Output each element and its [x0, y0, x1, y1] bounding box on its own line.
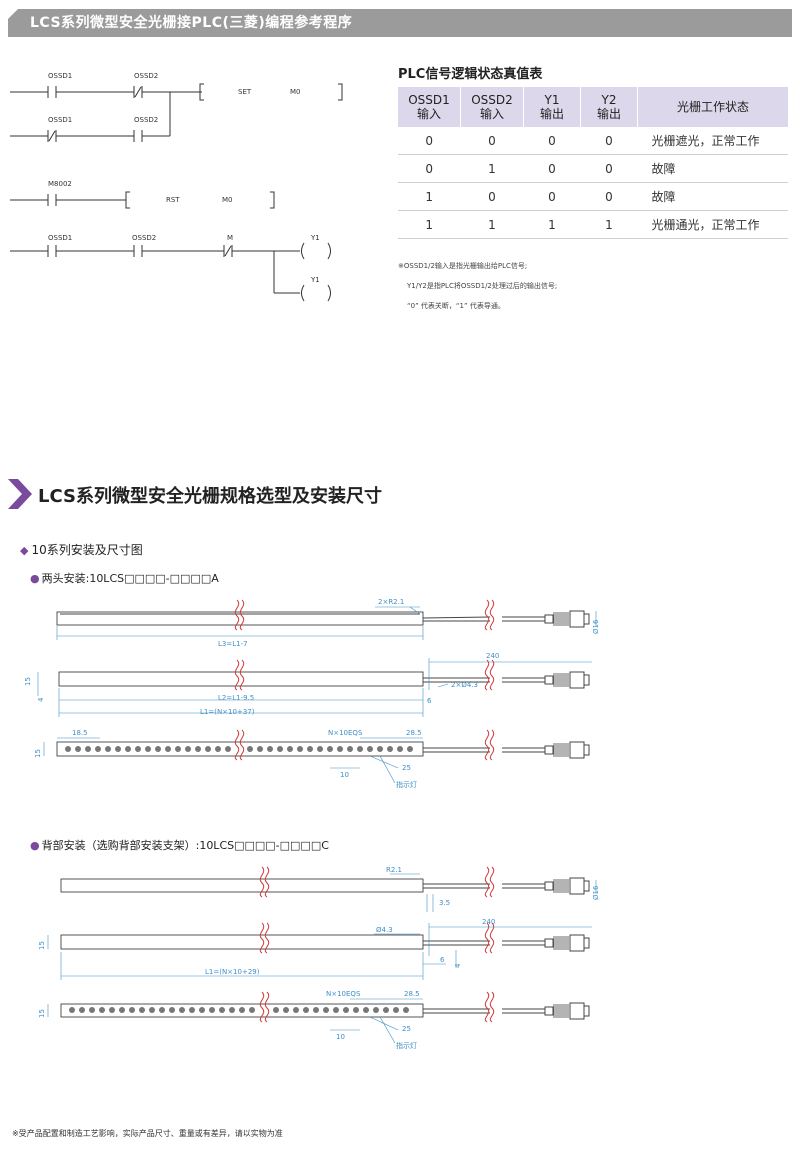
subsection-title: ◆10系列安装及尺寸图	[20, 543, 143, 557]
table-cell: 1	[460, 210, 524, 239]
section-title: LCS系列微型安全光栅规格选型及安装尺寸	[38, 486, 382, 507]
dim-label: 6	[427, 697, 432, 705]
ladder-label: OSSD2	[134, 116, 158, 124]
table-row: 0 0 0 0 光栅遮光，正常工作	[398, 127, 788, 155]
dim-label: N×10EQS	[326, 990, 361, 998]
dim-label: 25	[402, 764, 411, 772]
table-cell: 1	[523, 210, 581, 239]
header-title: LCS系列微型安全光栅接PLC(三菱)编程参考程序	[30, 15, 353, 31]
ladder-label: M0	[290, 88, 301, 96]
dim-label: 15	[38, 941, 46, 950]
ladder-label: Y1	[310, 276, 320, 284]
dim-label: 4	[454, 963, 462, 968]
dim-label: 2×R2.1	[378, 598, 404, 606]
dim-label: 6	[440, 956, 445, 964]
ladder-label: Y1	[310, 234, 320, 242]
table-cell: 0	[460, 182, 524, 211]
table-cell: 0	[523, 182, 581, 211]
ladder-label: OSSD1	[48, 234, 72, 242]
dim-label: 240	[486, 652, 499, 660]
table-cell: 光栅通光，正常工作	[637, 210, 788, 239]
table-cell: 1	[398, 210, 461, 239]
table-cell: 0	[580, 127, 638, 155]
ladder-label: OSSD1	[48, 116, 72, 124]
dim-label: 10	[336, 1033, 345, 1041]
chevron-right-icon	[8, 479, 32, 509]
table-cell: 0	[580, 182, 638, 211]
dim-label: 4	[37, 697, 45, 702]
dim-label: 240	[482, 918, 495, 926]
dim-label: R2.1	[386, 866, 402, 874]
dim-label: 28.5	[406, 729, 422, 737]
truth-table-notes: ※OSSD1/2输入是指光栅输出给PLC信号; Y1/Y2是指PLC将OSSD1…	[398, 256, 557, 316]
truth-table-title: PLC信号逻辑状态真值表	[398, 67, 543, 82]
bullet-dot-icon: ●	[30, 572, 40, 585]
dimension-drawings: 2×R2.1 L3=L1-7 Ø16 240 15 4 2×Ø4.3 L2=L1…	[24, 598, 600, 1050]
table-cell: 1	[460, 154, 524, 183]
ladder-diagram: OSSD1 OSSD2 SET M0 OSSD1 OSSD2 M8002 RST…	[10, 72, 343, 302]
note-line: Y1/Y2是指PLC将OSSD1/2处理过后的输出信号;	[407, 282, 558, 290]
table-cell: 0	[523, 127, 581, 155]
note-line: ※OSSD1/2输入是指光栅输出给PLC信号;	[398, 262, 528, 270]
ladder-label: M	[227, 234, 233, 242]
dim-label: Ø16	[592, 619, 600, 634]
table-cell: 0	[398, 127, 461, 155]
table-row: 1 1 1 1 光栅通光，正常工作	[398, 210, 788, 239]
ladder-label: M0	[222, 196, 233, 204]
diamond-icon: ◆	[20, 544, 29, 557]
bullet-both-ends: ●两头安装:10LCS□□□□-□□□□A	[30, 572, 219, 585]
dim-label: L2=L1-9.5	[218, 694, 254, 702]
dim-label: L3=L1-7	[218, 640, 248, 648]
note-line: “0” 代表关断，“1” 代表导通。	[407, 302, 505, 310]
dim-label: 指示灯	[396, 780, 417, 789]
ladder-label: SET	[238, 88, 252, 96]
table-row: 1 0 0 0 故障	[398, 182, 788, 211]
ladder-label: OSSD2	[132, 234, 156, 242]
table-cell: 故障	[637, 182, 788, 211]
dim-label: 3.5	[439, 899, 450, 907]
ladder-label: RST	[166, 196, 180, 204]
dim-label: 10	[340, 771, 349, 779]
dim-label: 15	[24, 677, 32, 686]
dim-label: 18.5	[72, 729, 88, 737]
header-corner-notch	[8, 9, 18, 19]
dim-label: 15	[34, 749, 42, 758]
table-cell: 0	[398, 154, 461, 183]
dim-label: 15	[38, 1009, 46, 1018]
bullet-dot-icon: ●	[30, 839, 40, 852]
table-cell: 故障	[637, 154, 788, 183]
ladder-label: M8002	[48, 180, 72, 188]
table-cell: 光栅遮光，正常工作	[637, 127, 788, 155]
table-cell: 0	[523, 154, 581, 183]
table-row: 0 1 0 0 故障	[398, 154, 788, 183]
dim-label: N×10EQS	[328, 729, 363, 737]
ladder-label: OSSD2	[134, 72, 158, 80]
ladder-label: OSSD1	[48, 72, 72, 80]
dim-label: L1=(N×10+29)	[205, 968, 260, 976]
dim-label: 28.5	[404, 990, 420, 998]
table-cell: 0	[580, 154, 638, 183]
column-header: 光栅工作状态	[637, 87, 788, 127]
dim-label: 25	[402, 1025, 411, 1033]
table-cell: 0	[460, 127, 524, 155]
header-bar: LCS系列微型安全光栅接PLC(三菱)编程参考程序	[8, 9, 792, 37]
dim-label: 2×Ø4.3	[451, 681, 478, 689]
bullet-back-mount: ●背部安装（选购背部安装支架）:10LCS□□□□-□□□□C	[30, 839, 329, 852]
footer-note: ※受产品配置和制造工艺影响，实际产品尺寸、重量或有差异，请以实物为准	[12, 1129, 283, 1138]
table-cell: 1	[398, 182, 461, 211]
table-cell: 1	[580, 210, 638, 239]
dim-label: Ø4.3	[376, 926, 393, 934]
dim-label: 指示灯	[396, 1041, 417, 1050]
dim-label: L1=(N×10+37)	[200, 708, 255, 716]
dim-label: Ø16	[592, 885, 600, 900]
